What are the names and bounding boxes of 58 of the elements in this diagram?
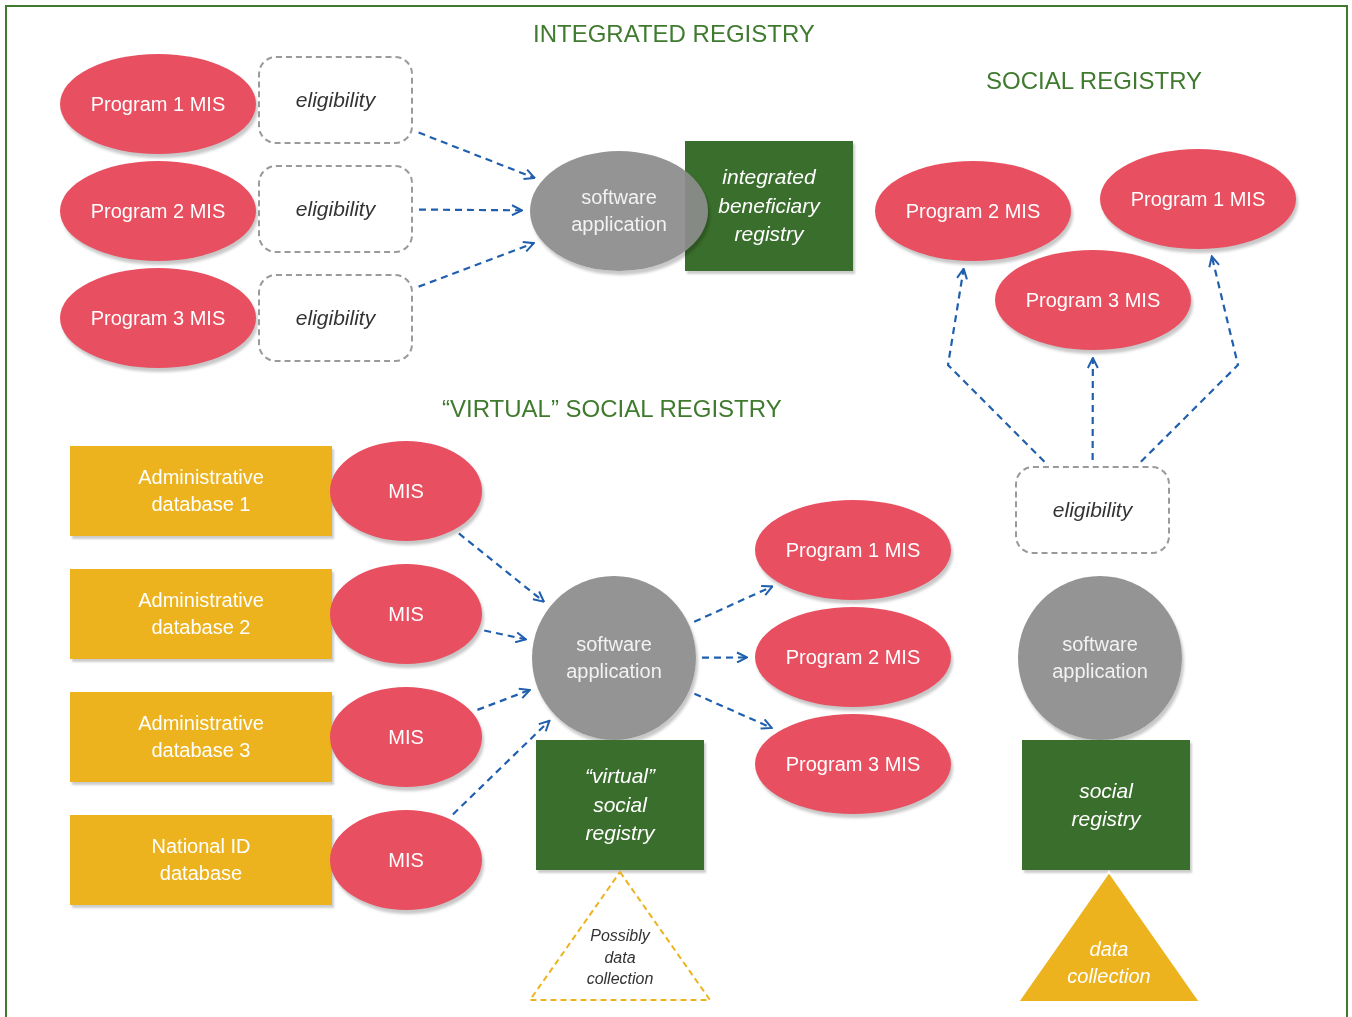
node-label: “virtual” social registry	[584, 763, 657, 847]
section-heading: INTEGRATED REGISTRY	[533, 20, 815, 48]
dashed-arrow	[419, 204, 523, 217]
dashed-arrow	[694, 692, 773, 730]
dashed-arrow	[458, 532, 545, 603]
node-label: Program 2 MIS	[89, 198, 227, 224]
node-label: Program 2 MIS	[784, 644, 922, 670]
section-heading: “VIRTUAL” SOCIAL REGISTRY	[442, 395, 782, 423]
dashed-arrow	[452, 719, 551, 816]
node-label: Program 3 MIS	[89, 305, 227, 331]
database-box	[70, 569, 332, 659]
dashed-arrow	[418, 241, 535, 288]
node-label: Administrative database 3	[137, 711, 265, 763]
dashed-arrow	[946, 267, 1046, 463]
registry-box	[1022, 740, 1190, 870]
node-label: Program 3 MIS	[784, 751, 922, 777]
dashed-arrow	[702, 651, 748, 664]
program-ellipse	[330, 687, 482, 787]
node-label: Administrative database 1	[137, 465, 265, 517]
node-label: software application	[565, 632, 663, 684]
registry-box	[685, 141, 853, 271]
node-label: Program 3 MIS	[1024, 287, 1162, 313]
node-label: Program 2 MIS	[904, 198, 1042, 224]
node-label: MIS	[387, 478, 425, 504]
eligibility-box	[258, 165, 413, 253]
dashed-arrow	[477, 687, 531, 711]
node-label: Administrative database 2	[137, 588, 265, 640]
node-label: data collection	[1066, 937, 1152, 989]
registry-box	[536, 740, 704, 870]
eligibility-box	[258, 56, 413, 144]
node-label: MIS	[387, 847, 425, 873]
eligibility-box	[258, 274, 413, 362]
dashed-arrow	[693, 585, 774, 623]
node-label: Program 1 MIS	[1129, 186, 1267, 212]
dashed-arrow	[1086, 357, 1099, 460]
database-box	[70, 446, 332, 536]
database-box	[70, 692, 332, 782]
node-label: MIS	[387, 724, 425, 750]
section-heading: SOCIAL REGISTRY	[986, 67, 1203, 95]
node-label: eligibility	[294, 195, 377, 222]
eligibility-box	[1015, 466, 1170, 554]
node-label: Program 1 MIS	[89, 91, 227, 117]
node-label: social registry	[1070, 777, 1143, 832]
node-label: National ID database	[150, 834, 252, 886]
node-label: Program 1 MIS	[784, 537, 922, 563]
node-label: Possibly data collection	[585, 926, 655, 990]
dashed-arrow	[418, 131, 536, 180]
node-label: software application	[570, 185, 668, 237]
node-label: software application	[1051, 632, 1149, 684]
node-label: eligibility	[294, 304, 377, 331]
data-collection-triangle	[528, 870, 712, 1002]
node-label: eligibility	[294, 86, 377, 113]
dashed-arrow	[484, 629, 527, 644]
node-label: MIS	[387, 601, 425, 627]
dashed-arrow	[1140, 255, 1240, 463]
database-box	[70, 815, 332, 905]
node-label: integrated beneficiary registry	[717, 164, 822, 248]
node-label: eligibility	[1051, 496, 1134, 523]
